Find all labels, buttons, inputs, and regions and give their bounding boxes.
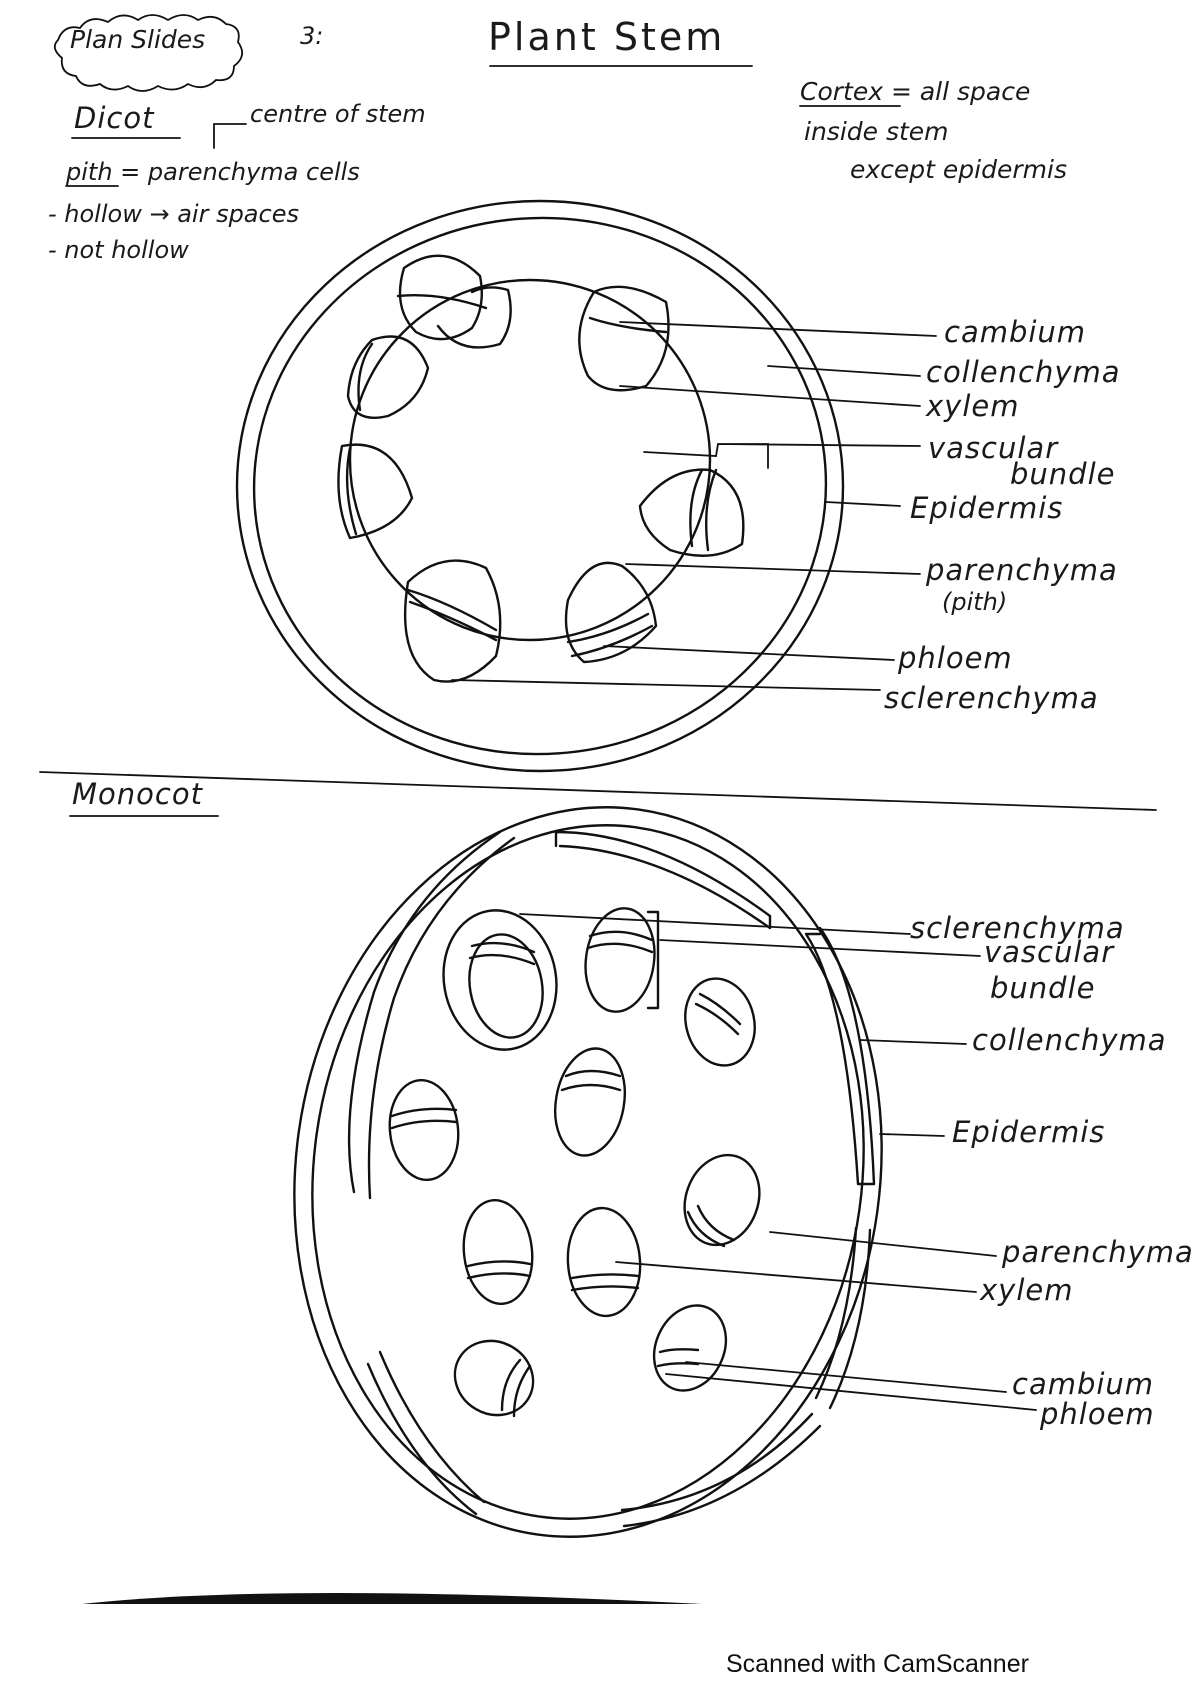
leader-m-vascular: [659, 939, 981, 957]
plan-slides-text: Plan Slides: [70, 25, 205, 54]
leader-m-collenchyma: [859, 1039, 967, 1045]
leader-sclerenchyma: [451, 679, 881, 691]
monocot-band: [366, 1350, 486, 1516]
plan-slides-suffix: 3:: [300, 22, 323, 50]
monocot-band: [804, 926, 876, 1186]
scan-edge-shadow: [82, 1593, 702, 1604]
leader-m-cambium: [685, 1361, 1007, 1393]
monocot-vascular-bundle: [683, 1153, 761, 1248]
dicot-stem: [235, 199, 845, 773]
dicot-vascular-bundle: [396, 254, 512, 349]
leader-vascular-bundle: [643, 443, 921, 469]
monocot-epidermis-outer: [293, 806, 883, 1538]
dicot-vascular-ring: [348, 278, 712, 642]
dicot-vascular-bundle: [346, 335, 430, 419]
leader-cambium: [619, 321, 937, 337]
leader-parenchyma: [625, 563, 921, 575]
section-divider: [39, 771, 1157, 811]
vascular-bundle-bracket: [646, 910, 660, 1010]
dicot-vascular-bundle: [638, 468, 745, 557]
dicot-epidermis-inner: [252, 216, 828, 756]
plan-slides-tag: Plan Slides 3:: [53, 14, 323, 92]
monocot-vascular-bundle: [462, 1198, 534, 1306]
monocot-label-cambium: cambium: [1012, 1367, 1154, 1401]
camscanner-watermark: Scanned with CamScanner: [726, 1650, 1029, 1678]
monocot-vascular-bundle: [652, 1304, 728, 1392]
dicot-label-phloem: phloem: [897, 641, 1013, 675]
dicot-vascular-bundle: [564, 561, 658, 664]
monocot-label-collenchyma: collenchyma: [972, 1023, 1167, 1057]
leader-m-sclerenchyma: [519, 913, 911, 935]
not-hollow-bullet: - not hollow: [48, 236, 189, 264]
leader-m-parenchyma: [769, 1231, 997, 1257]
monocot-band: [814, 1226, 872, 1410]
leader-phloem: [603, 645, 895, 661]
monocot-vascular-bundle: [584, 907, 660, 1013]
dicot-label-collenchyma: collenchyma: [926, 355, 1121, 389]
dicot-label-pith: (pith): [942, 588, 1007, 616]
monocot-vascular-bundle: [453, 1339, 535, 1418]
monocot-vascular-bundle: [684, 977, 756, 1067]
monocot-vascular-bundle: [554, 1047, 626, 1157]
cortex-note-line2: inside stem: [804, 117, 949, 146]
monocot-label-sclerenchyma: sclerenchyma: [910, 911, 1125, 945]
monocot-stem: [293, 806, 883, 1538]
dicot-label-parenchyma: parenchyma: [925, 553, 1118, 587]
monocot-label-epidermis: Epidermis: [952, 1115, 1105, 1149]
monocot-epidermis-inner: [311, 824, 865, 1520]
dicot-label-vascular: vascular: [928, 431, 1059, 465]
centre-arrow: [213, 123, 247, 149]
monocot-label-bundle: bundle: [990, 971, 1095, 1005]
dicot-label-cambium: cambium: [944, 315, 1086, 349]
monocot-band: [554, 830, 772, 930]
dicot-label-xylem: xylem: [925, 389, 1019, 423]
dicot-vascular-bundle: [337, 443, 414, 540]
monocot-heading: Monocot: [72, 777, 204, 811]
monocot-vascular-bundle: [566, 1206, 642, 1318]
page-title: Plant Stem: [488, 15, 725, 59]
monocot-vascular-bundle: [442, 909, 558, 1051]
monocot-label-vascular: vascular: [984, 935, 1115, 969]
monocot-label-phloem: phloem: [1039, 1397, 1155, 1431]
leader-epidermis: [825, 501, 901, 507]
leader-xylem: [619, 385, 921, 407]
leader-m-phloem: [665, 1373, 1037, 1411]
dicot-epidermis-outer: [235, 199, 845, 773]
monocot-band: [620, 1412, 822, 1528]
cortex-note-line3: except epidermis: [850, 155, 1067, 184]
monocot-label-parenchyma: parenchyma: [1001, 1235, 1194, 1269]
centre-note: centre of stem: [250, 100, 426, 128]
dicot-label-bundle: bundle: [1010, 457, 1115, 491]
pith-note: pith = parenchyma cells: [65, 158, 360, 186]
dicot-label-sclerenchyma: sclerenchyma: [884, 681, 1099, 715]
dicot-vascular-bundle: [578, 285, 670, 392]
monocot-label-xylem: xylem: [979, 1273, 1073, 1307]
cortex-note-line1: Cortex = all space: [800, 77, 1030, 106]
cloud-outline: [53, 14, 244, 92]
hollow-bullet: - hollow → air spaces: [48, 200, 299, 228]
leader-m-xylem: [615, 1261, 977, 1293]
monocot-band: [347, 830, 516, 1200]
monocot-vascular-bundle: [388, 1078, 460, 1182]
dicot-label-epidermis: Epidermis: [910, 491, 1063, 525]
leader-collenchyma: [767, 365, 921, 377]
dicot-vascular-bundle: [403, 559, 502, 683]
leader-m-epidermis: [879, 1133, 945, 1137]
dicot-heading: Dicot: [74, 101, 155, 135]
